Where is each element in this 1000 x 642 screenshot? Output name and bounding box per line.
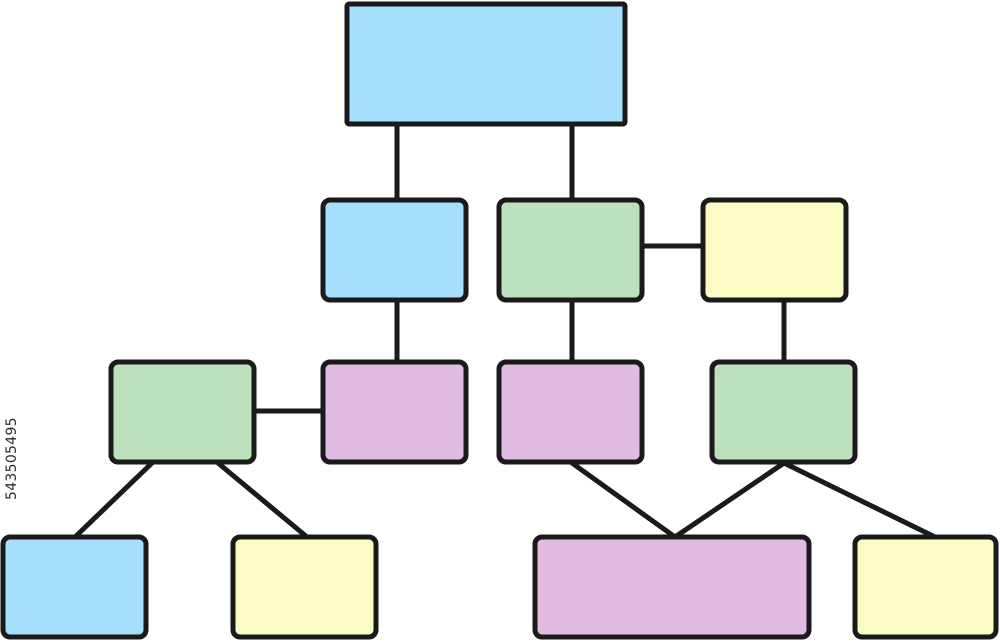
box-level3-far-left — [108, 359, 257, 465]
box-level4-right — [852, 534, 999, 640]
box-level4-left — [230, 534, 379, 640]
connector-level3-far-left-to-level4-left — [215, 460, 310, 540]
connector-level3-right-to-level4-right — [781, 460, 938, 540]
box-level2-left — [320, 197, 469, 303]
box-level3-middle — [496, 359, 645, 465]
connector-lines — [72, 121, 938, 540]
stock-image-id: 543505495 — [4, 417, 20, 500]
box-level4-far-left — [0, 534, 149, 640]
box-level3-left — [320, 359, 469, 465]
box-level3-right — [709, 359, 858, 465]
connector-level3-far-left-to-level4-far-left — [72, 460, 155, 540]
box-level2-right — [700, 197, 849, 303]
connector-level3-right-to-level4-wide — [672, 460, 787, 540]
connector-level3-middle-to-level4-wide — [569, 460, 678, 540]
box-level2-middle — [496, 197, 645, 303]
box-root — [344, 1, 628, 127]
box-level4-wide — [532, 534, 812, 640]
